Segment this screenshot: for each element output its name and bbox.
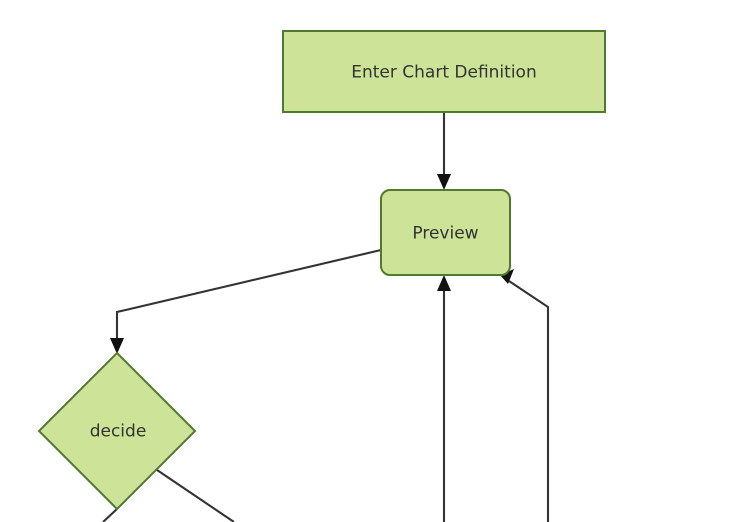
node-decide-label: decide — [90, 422, 147, 442]
node-decide-shape — [37, 351, 197, 511]
edge-preview-to-decide-arrowhead — [110, 338, 124, 354]
edge-decide-bottom-out-line — [102, 508, 118, 522]
node-decide[interactable]: decide — [37, 351, 197, 511]
edge-preview-to-decide-line — [115, 248, 382, 344]
node-enter-chart-definition[interactable]: Enter Chart Definition — [282, 30, 606, 113]
node-layer: Enter Chart Definition Preview decide — [37, 30, 606, 511]
edge-return-right-to-preview-arrowhead — [500, 269, 514, 284]
node-preview-shape — [380, 189, 511, 276]
edge-enter-to-preview[interactable] — [437, 112, 451, 190]
edge-decide-right-out[interactable] — [156, 469, 235, 522]
edge-return-center-to-preview[interactable] — [437, 275, 451, 522]
node-enter-chart-definition-shape — [282, 30, 606, 113]
edge-decide-bottom-out[interactable] — [102, 508, 118, 522]
edge-preview-to-decide[interactable] — [110, 248, 382, 354]
edge-layer — [102, 112, 550, 522]
edge-return-center-to-preview-arrowhead — [437, 275, 451, 291]
node-preview[interactable]: Preview — [380, 189, 511, 276]
edge-decide-right-out-line — [156, 469, 235, 522]
node-preview-label: Preview — [412, 224, 478, 244]
node-enter-chart-definition-label: Enter Chart Definition — [351, 63, 536, 83]
edge-return-right-to-preview-line — [508, 280, 550, 522]
edge-return-right-to-preview[interactable] — [500, 269, 550, 522]
edge-enter-to-preview-arrowhead — [437, 174, 451, 190]
